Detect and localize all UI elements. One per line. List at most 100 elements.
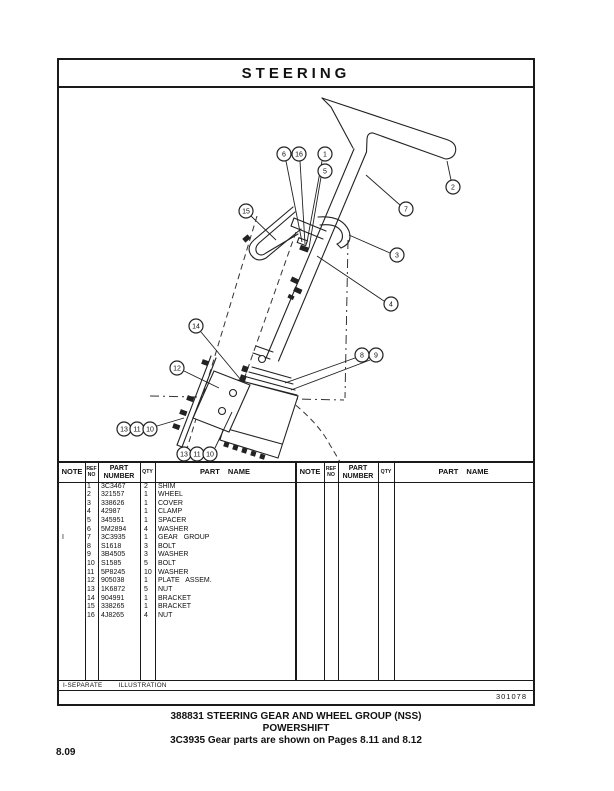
table-row: 11 5P8245 10 WASHER bbox=[59, 569, 296, 578]
callout-leader bbox=[183, 370, 220, 389]
cell-name: WASHER bbox=[158, 568, 189, 576]
cell-name: BRACKET bbox=[158, 594, 192, 602]
callout-leader bbox=[214, 411, 233, 449]
cell-ref: 9 bbox=[87, 551, 91, 559]
svg-text:14: 14 bbox=[192, 323, 200, 330]
callout-13: 13 bbox=[176, 446, 192, 461]
cell-part: S1585 bbox=[101, 560, 122, 568]
callout-15: 15 bbox=[238, 203, 254, 219]
svg-text:8: 8 bbox=[360, 352, 364, 359]
cell-qty: 1 bbox=[144, 603, 148, 611]
cell-qty: 5 bbox=[144, 585, 148, 593]
callout-5: 5 bbox=[317, 163, 333, 179]
callout-leader bbox=[250, 215, 277, 241]
svg-text:4: 4 bbox=[389, 301, 393, 308]
cell-ref: 12 bbox=[87, 577, 95, 585]
cell-name: NUT bbox=[158, 585, 173, 593]
table-gridline bbox=[85, 463, 86, 680]
cell-part: S1618 bbox=[101, 542, 122, 550]
callout-13: 13 bbox=[116, 421, 132, 437]
cell-part: 904991 bbox=[101, 594, 125, 602]
svg-text:10: 10 bbox=[206, 451, 214, 458]
cell-name: CLAMP bbox=[158, 508, 183, 516]
cell-part: 5M2894 bbox=[101, 525, 127, 533]
svg-text:12: 12 bbox=[173, 365, 181, 372]
callout-leader bbox=[156, 417, 185, 427]
caption-block: 388831 STEERING GEAR AND WHEEL GROUP (NS… bbox=[57, 711, 535, 747]
caption-subtitle: POWERSHIFT bbox=[262, 723, 330, 734]
cell-part: 5P8245 bbox=[101, 568, 126, 576]
table-gridline bbox=[338, 463, 339, 680]
steering-wheel-drawing bbox=[321, 97, 457, 160]
cell-name: BOLT bbox=[158, 542, 176, 550]
col-header-note: NOTE bbox=[61, 467, 83, 477]
table-gridline bbox=[394, 463, 395, 680]
cell-ref: 10 bbox=[87, 560, 95, 568]
cell-qty: 5 bbox=[144, 560, 148, 568]
callout-14: 14 bbox=[188, 318, 204, 334]
callout-10: 10 bbox=[142, 421, 158, 437]
cell-part: 345951 bbox=[101, 516, 125, 524]
cell-part: 338626 bbox=[101, 499, 125, 507]
callout-4: 4 bbox=[383, 296, 399, 312]
col-header-qty: QTY bbox=[142, 468, 153, 475]
cell-name: WASHER bbox=[158, 551, 189, 559]
svg-text:11: 11 bbox=[193, 451, 200, 458]
cell-ref: 15 bbox=[87, 603, 95, 611]
cell-qty: 10 bbox=[144, 568, 152, 576]
cell-ref: 11 bbox=[87, 568, 95, 576]
callout-7: 7 bbox=[398, 201, 414, 217]
table-gridline bbox=[324, 463, 325, 680]
col-header-part-name: PART NAME bbox=[438, 467, 489, 477]
cell-name: GEAR GROUP bbox=[158, 534, 210, 542]
svg-text:10: 10 bbox=[146, 426, 154, 433]
cell-ref: 6 bbox=[87, 525, 91, 533]
cell-name: NUT bbox=[158, 611, 173, 619]
page-title: STEERING bbox=[59, 60, 533, 88]
callout-leader bbox=[308, 176, 322, 249]
cell-qty: 4 bbox=[144, 525, 148, 533]
callout-leader bbox=[290, 359, 371, 391]
cell-ref: 2 bbox=[87, 491, 91, 499]
callout-leader bbox=[316, 255, 385, 302]
callout-2: 2 bbox=[445, 179, 461, 195]
cell-name: SPACER bbox=[158, 516, 187, 524]
cell-qty: 3 bbox=[144, 542, 148, 550]
callout-3: 3 bbox=[389, 247, 405, 263]
cell-qty: 1 bbox=[144, 491, 148, 499]
cell-ref: 3 bbox=[87, 499, 91, 507]
plate-assembly-drawing bbox=[192, 370, 251, 433]
cell-name: COVER bbox=[158, 499, 183, 507]
svg-text:13: 13 bbox=[180, 451, 188, 458]
cell-ref: 1 bbox=[87, 482, 91, 490]
callout-leader bbox=[284, 357, 356, 384]
callout-16: 16 bbox=[291, 146, 307, 162]
cell-part: 3B4505 bbox=[101, 551, 126, 559]
cell-ref: 16 bbox=[87, 611, 95, 619]
callout-10: 10 bbox=[202, 446, 218, 461]
cell-ref: 5 bbox=[87, 516, 91, 524]
svg-text:11: 11 bbox=[133, 426, 140, 433]
cell-part: 321557 bbox=[101, 491, 125, 499]
cell-qty: 1 bbox=[144, 594, 148, 602]
cell-qty: 2 bbox=[144, 482, 148, 490]
cell-ref: 7 bbox=[87, 534, 91, 542]
callout-leader bbox=[200, 331, 242, 381]
callout-leader bbox=[446, 160, 452, 181]
callout-leader bbox=[285, 160, 303, 243]
callout-11: 11 bbox=[189, 446, 205, 461]
cell-name: BOLT bbox=[158, 560, 176, 568]
